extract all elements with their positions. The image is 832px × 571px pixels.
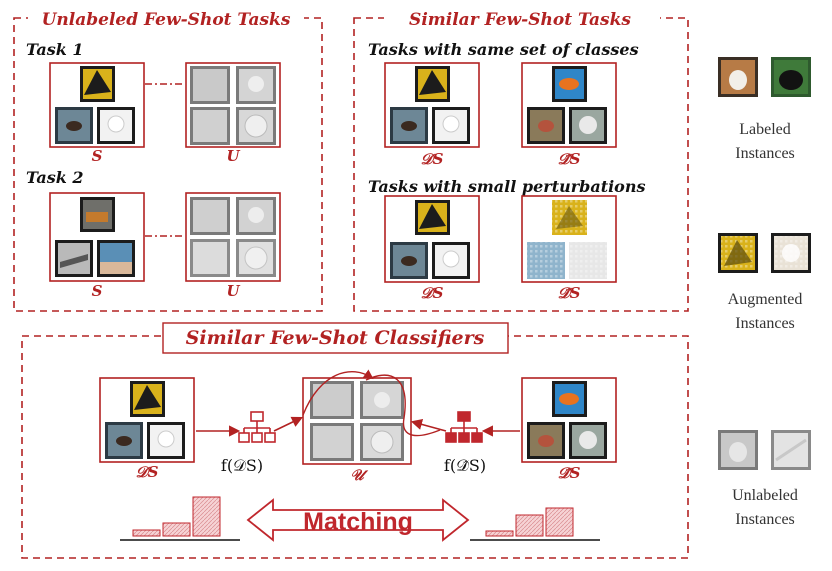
left-prediction-histogram bbox=[120, 496, 240, 541]
task1-support-set: S bbox=[49, 62, 145, 165]
classifier-ds-label: 𝒟S bbox=[136, 463, 159, 481]
perturbation-ds-label: 𝒟S bbox=[421, 284, 444, 302]
right-prediction-histogram bbox=[470, 507, 600, 541]
task1-support-label: S bbox=[92, 147, 103, 165]
classifier-f-ds-label: f(𝒟S) bbox=[221, 456, 263, 475]
classifier-hat-network-icon bbox=[445, 411, 483, 443]
legend-unlabeled-line1: Unlabeled bbox=[732, 487, 798, 504]
similar-panel-title: Similar Few-Shot Tasks bbox=[409, 10, 631, 30]
similar-tasks-panel: Similar Few-Shot Tasks Tasks with same s… bbox=[353, 8, 689, 312]
task2-unlabeled-set: U bbox=[185, 192, 281, 300]
perturbation-ds-hat-set: 𝒟̂S bbox=[521, 195, 617, 302]
same-classes-ds-hat-label: 𝒟̂S bbox=[558, 150, 581, 168]
legend-augmented-line1: Augmented bbox=[728, 291, 803, 308]
arrow-classifier-hat-to-u bbox=[410, 418, 447, 432]
same-classes-ds-label: 𝒟S bbox=[421, 150, 444, 168]
task2-unlabeled-label: U bbox=[226, 282, 240, 300]
same-classes-caption: Tasks with same set of classes bbox=[368, 40, 639, 59]
unlabeled-panel-title: Unlabeled Few-Shot Tasks bbox=[42, 10, 291, 30]
task2-support-label: S bbox=[92, 282, 103, 300]
same-classes-ds-set: 𝒟S bbox=[384, 62, 480, 168]
same-classes-ds-hat-set: 𝒟̂S bbox=[521, 62, 617, 168]
classifier-network-icon bbox=[238, 411, 276, 443]
legend-unlabeled-thumbnails bbox=[718, 430, 811, 470]
classifiers-panel: Similar Few-Shot Classifiers 𝒟S 𝒰 bbox=[21, 322, 689, 559]
legend-unlabeled-line2: Instances bbox=[735, 511, 795, 528]
task1-unlabeled-label: U bbox=[226, 147, 240, 165]
arrow-classifier-to-u bbox=[273, 416, 304, 432]
matching-double-arrow: Matching bbox=[246, 498, 470, 542]
unlabeled-tasks-panel: Unlabeled Few-Shot Tasks Task 1 Task 2 S bbox=[13, 8, 323, 312]
classifiers-panel-title: Similar Few-Shot Classifiers bbox=[186, 327, 485, 349]
legend-augmented-line2: Instances bbox=[735, 315, 795, 332]
classifier-ds-hat-label: 𝒟̂S bbox=[558, 464, 581, 482]
task2-label: Task 2 bbox=[26, 168, 84, 187]
classifier-f-ds-hat-label: f(𝒟̂S) bbox=[444, 456, 486, 475]
perturbation-ds-hat-label: 𝒟̂S bbox=[558, 284, 581, 302]
classifier-u-label: 𝒰 bbox=[350, 466, 369, 484]
legend-augmented-thumbnails bbox=[718, 233, 811, 273]
perturbation-ds-set: 𝒟S bbox=[384, 195, 480, 302]
task1-label: Task 1 bbox=[26, 40, 84, 59]
legend-labeled-thumbnails bbox=[718, 57, 811, 97]
task2-support-set: S bbox=[49, 192, 145, 300]
task1-unlabeled-set: U bbox=[185, 62, 281, 165]
legend: Labeled Instances Augmented Instances Un… bbox=[718, 57, 811, 528]
legend-labeled-line1: Labeled bbox=[739, 121, 791, 138]
classifier-ds-hat-set: 𝒟̂S bbox=[521, 377, 617, 482]
classifier-ds-set: 𝒟S bbox=[99, 377, 195, 481]
matching-label: Matching bbox=[303, 508, 413, 536]
legend-labeled-line2: Instances bbox=[735, 145, 795, 162]
classifier-u-set: 𝒰 bbox=[302, 369, 441, 484]
perturbations-caption: Tasks with small perturbations bbox=[368, 177, 645, 196]
